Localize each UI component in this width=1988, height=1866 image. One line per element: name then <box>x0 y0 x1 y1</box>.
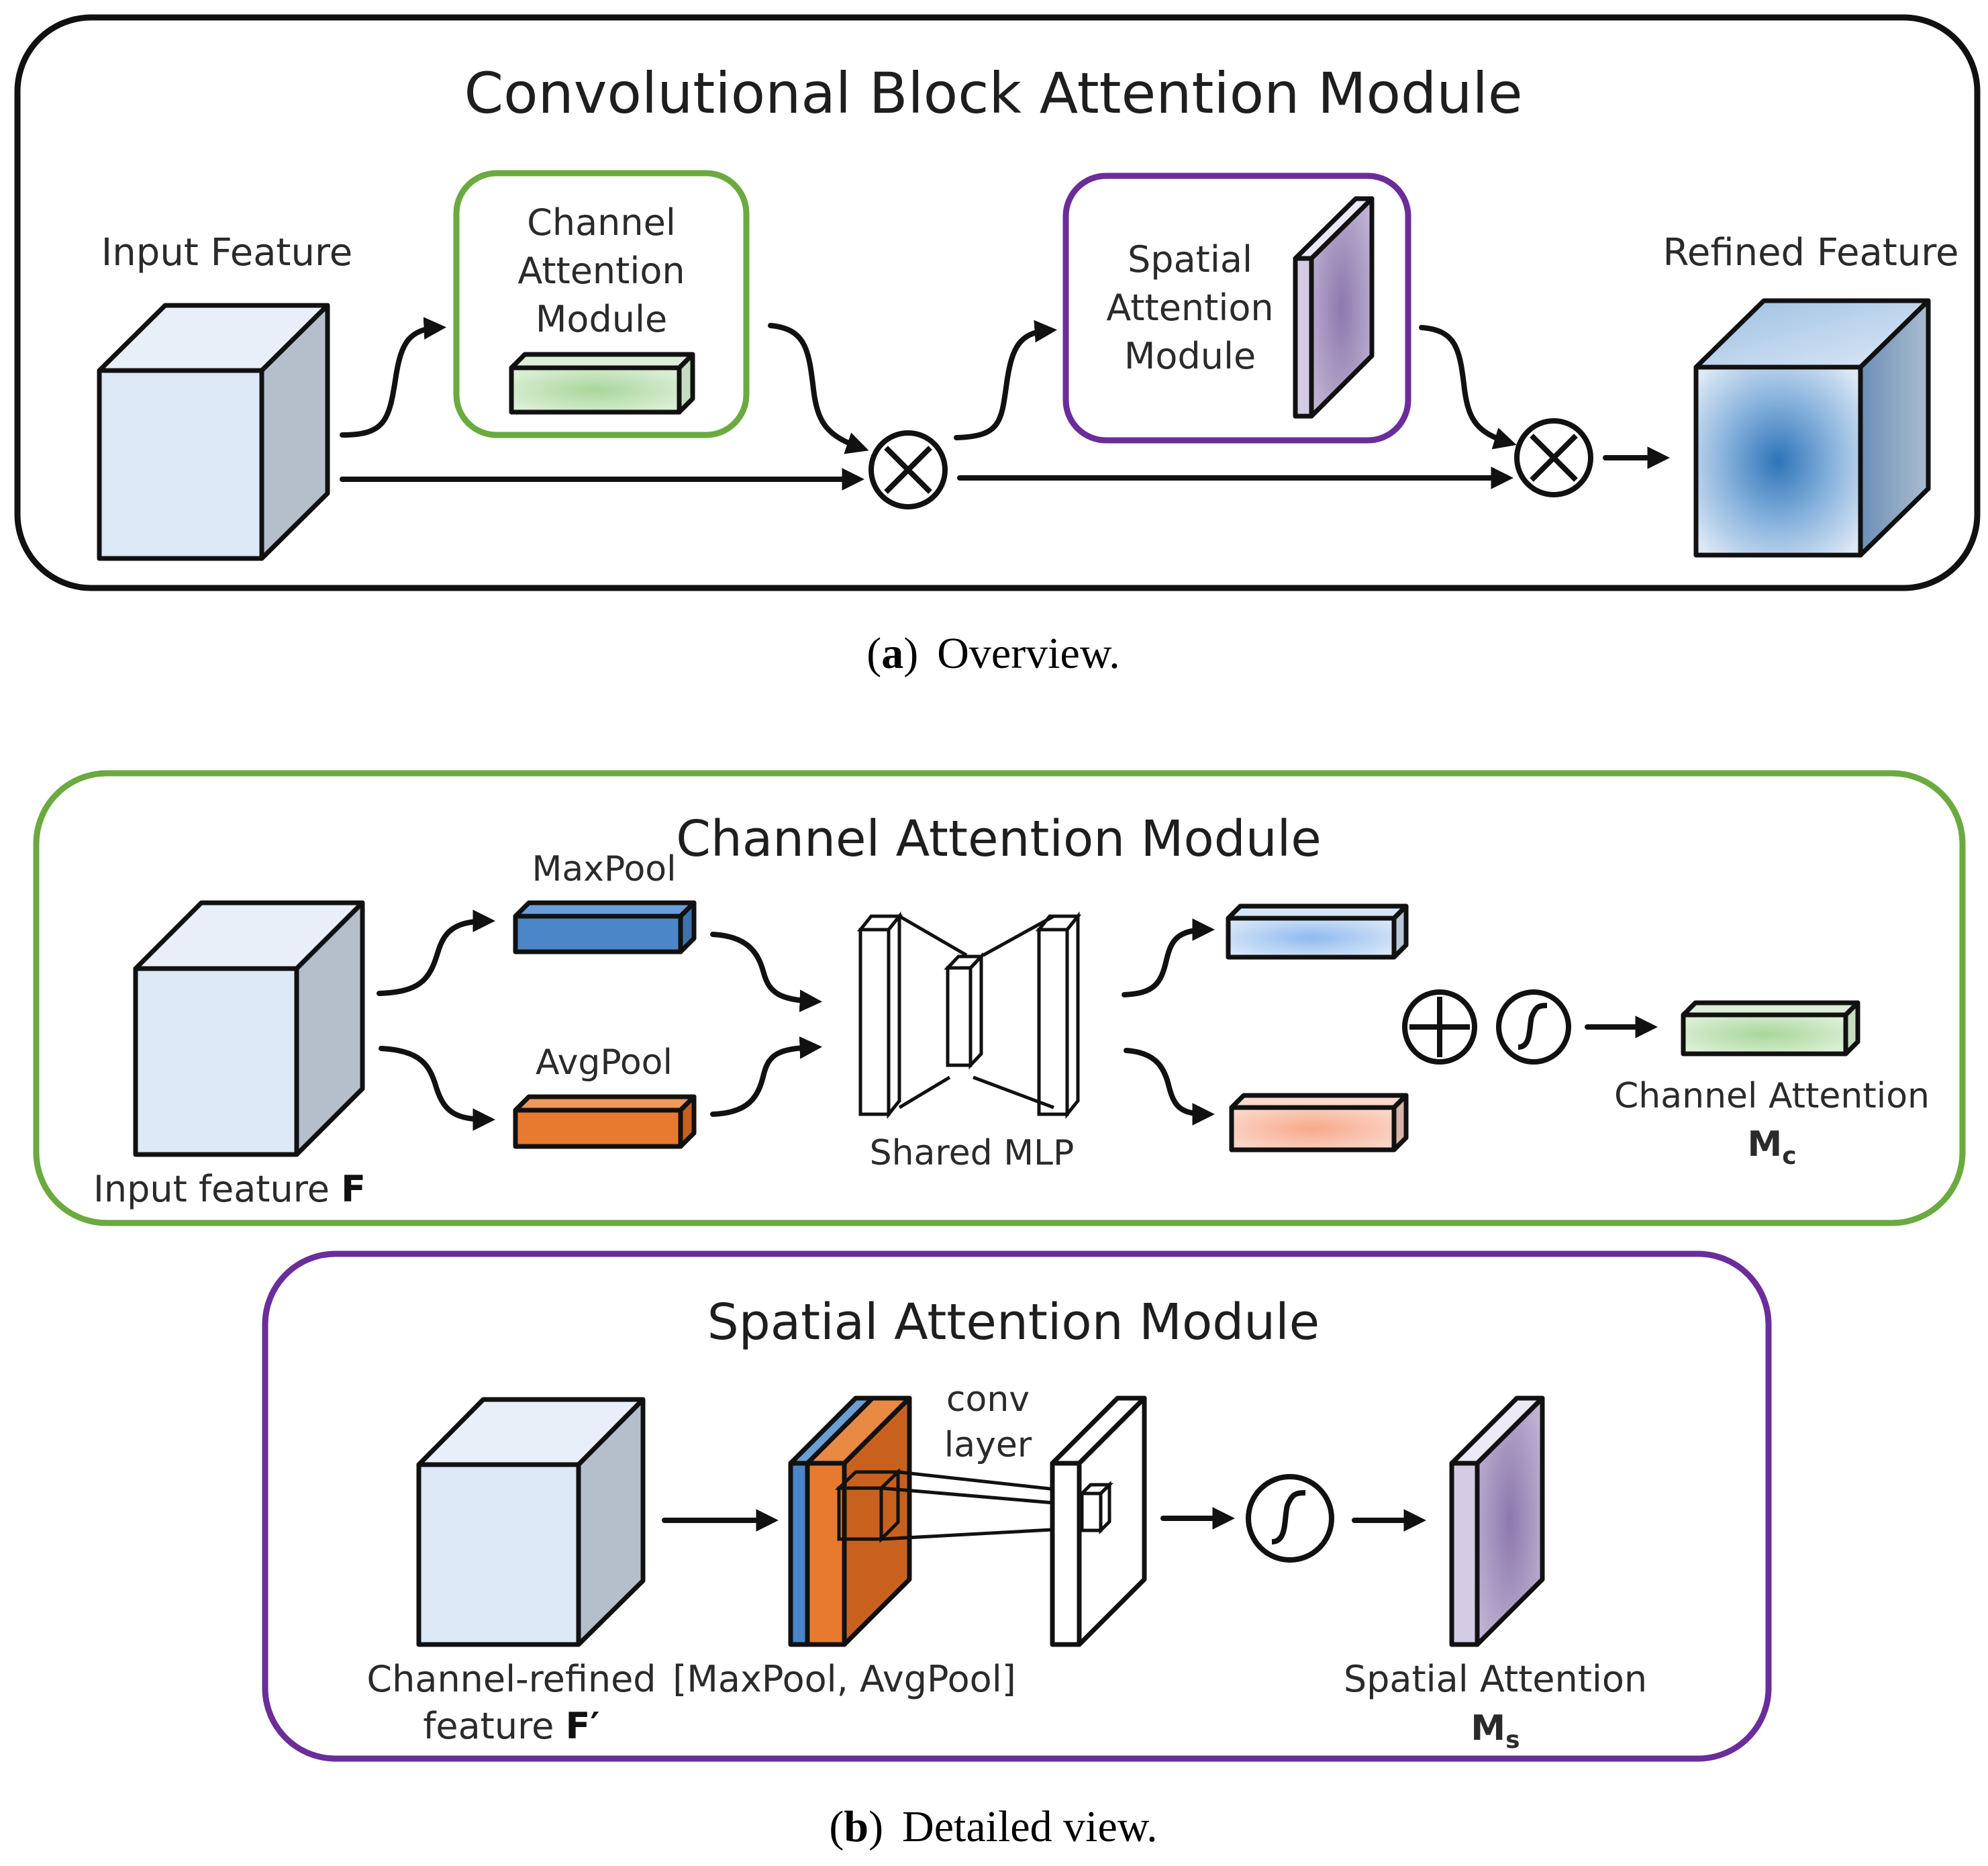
caption-b: (b)Detailed view. <box>829 1802 1157 1851</box>
channel-refined-label-line2: feature F′ <box>423 1705 599 1747</box>
spatial-detail-title: Spatial Attention Module <box>707 1293 1320 1351</box>
conv-output-slab <box>1050 1395 1147 1647</box>
caption-b-tag: b <box>844 1802 868 1851</box>
arrow-to-maxpool <box>377 910 496 996</box>
input-feature-label: Input Feature <box>101 231 352 275</box>
arrow-mlp-to-avg-output <box>1124 1048 1215 1126</box>
arrow-mlp-to-max-output <box>1122 918 1215 997</box>
shared-mlp <box>856 911 1082 1120</box>
multiply-operator-1 <box>868 430 948 509</box>
spatial-attention-map-slab <box>1293 196 1375 419</box>
caption-a: (a)Overview. <box>866 629 1120 678</box>
arrow-sam-to-multiply <box>1419 325 1517 450</box>
spatial-attention-symbol: Ms <box>1471 1708 1520 1754</box>
arrow-avgpool-to-mlp <box>710 1036 823 1117</box>
caption-a-tag: a <box>881 629 903 678</box>
refined-feature-label: Refined Feature <box>1662 231 1958 275</box>
channel-refined-label-line1: Channel-refined <box>366 1658 656 1700</box>
input-feature-cube <box>97 303 330 561</box>
refined-feature-cube <box>1693 298 1931 558</box>
conv-layer-label-line2: layer <box>944 1425 1032 1465</box>
overview-title: Convolutional Block Attention Module <box>464 60 1522 126</box>
spatial-attention-detail-frame <box>262 1250 1772 1762</box>
channel-module-label-line1: Channel <box>527 201 676 244</box>
input-feature-f-label: Input feature F <box>93 1168 366 1210</box>
sigmoid-operator-spatial <box>1246 1474 1334 1563</box>
caption-b-text: Detailed view. <box>902 1802 1158 1851</box>
channel-attention-mc-bar <box>1681 1000 1860 1057</box>
mlp-output-max-bar <box>1226 903 1409 960</box>
channel-refined-feature-cube <box>416 1397 646 1647</box>
sigmoid-operator-channel <box>1496 989 1571 1065</box>
avgpool-label: AvgPool <box>536 1042 673 1083</box>
conv-layer-label-line1: conv <box>946 1379 1030 1420</box>
spatial-module-label-line1: Spatial <box>1128 238 1252 281</box>
avgpool-bar <box>513 1094 697 1149</box>
spatial-module-label-line3: Module <box>1124 335 1256 377</box>
arrow-to-channel-module <box>340 317 447 438</box>
multiply-operator-2 <box>1514 418 1593 497</box>
maxpool-label: MaxPool <box>532 849 676 889</box>
spatial-attention-ms-slab <box>1449 1395 1545 1647</box>
caption-a-text: Overview. <box>937 629 1120 678</box>
channel-detail-title: Channel Attention Module <box>676 810 1321 868</box>
maxpool-bar <box>513 900 697 954</box>
channel-module-label-line2: Attention <box>517 250 685 292</box>
arrow-to-avgpool <box>379 1046 496 1131</box>
pooled-feature-maps <box>788 1395 912 1647</box>
arrow-to-spatial-module <box>954 320 1058 440</box>
arrow-maxpool-to-mlp <box>710 932 823 1012</box>
spatial-attention-output-label: Spatial Attention <box>1344 1658 1647 1700</box>
channel-module-label-line3: Module <box>536 298 667 340</box>
channel-attention-map-bar <box>509 352 695 415</box>
channel-attention-symbol: Mc <box>1747 1124 1796 1170</box>
shared-mlp-label: Shared MLP <box>870 1133 1075 1173</box>
mlp-output-avg-bar <box>1229 1093 1409 1152</box>
pooled-maps-label: [MaxPool, AvgPool] <box>673 1658 1016 1700</box>
arrow-cam-to-multiply <box>768 323 869 454</box>
spatial-module-label-line2: Attention <box>1106 287 1273 329</box>
add-operator <box>1402 989 1477 1065</box>
input-feature-f-cube <box>133 900 365 1157</box>
overview-frame <box>14 14 1981 591</box>
channel-attention-output-label: Channel Attention <box>1614 1076 1930 1116</box>
